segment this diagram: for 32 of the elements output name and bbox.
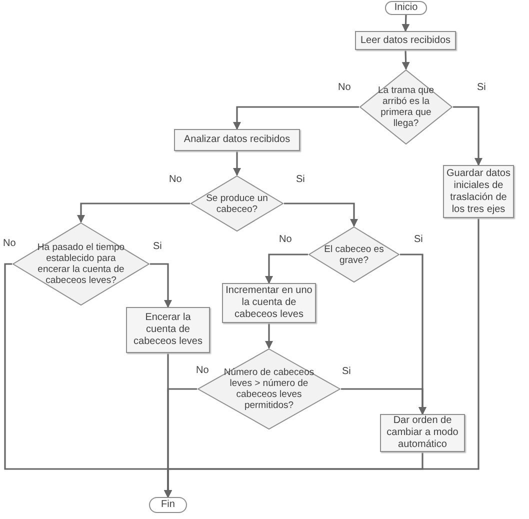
arrow — [265, 254, 308, 284]
decision-diamond: Se produce un cabeceo? — [190, 175, 284, 232]
edge-label: Si — [341, 367, 352, 377]
edge-label: Si — [152, 242, 163, 252]
process-box: Guardar datos iniciales de traslación de los tres ejes — [443, 165, 514, 218]
edge-label: Si — [413, 235, 424, 245]
terminal-pill: Inicio — [385, 1, 427, 15]
decision-diamond: La trama que arribó es la primera que llega? — [359, 69, 453, 145]
arrow — [233, 106, 359, 130]
arrow — [164, 218, 480, 498]
edge-label: No — [195, 366, 210, 376]
arrow — [233, 151, 241, 176]
arrow — [265, 323, 273, 349]
process-box: Dar orden de cambiar a modo automático — [380, 414, 465, 452]
process-box: Encerar la cuenta de cabeceos leves — [126, 307, 210, 353]
process-box: Leer datos recibidos — [355, 31, 456, 50]
edge-label: No — [278, 235, 293, 245]
edge-label: No — [337, 83, 352, 93]
arrow — [150, 263, 172, 308]
arrow — [284, 202, 358, 227]
arrow — [402, 50, 410, 70]
arrow — [341, 388, 426, 415]
edge-label: No — [168, 175, 183, 185]
arrow — [453, 106, 482, 166]
edge-label: Si — [295, 175, 306, 185]
process-box: Incrementar en uno la cuenta de cabeceos leves — [222, 283, 316, 323]
edge-label: Si — [476, 83, 487, 93]
process-box: Analizar datos recibidos — [174, 129, 300, 151]
arrow — [77, 202, 190, 223]
terminal-pill: Fin — [149, 497, 187, 513]
arrow — [402, 14, 410, 32]
decision-diamond: El cabeceo es grave? — [308, 226, 400, 283]
